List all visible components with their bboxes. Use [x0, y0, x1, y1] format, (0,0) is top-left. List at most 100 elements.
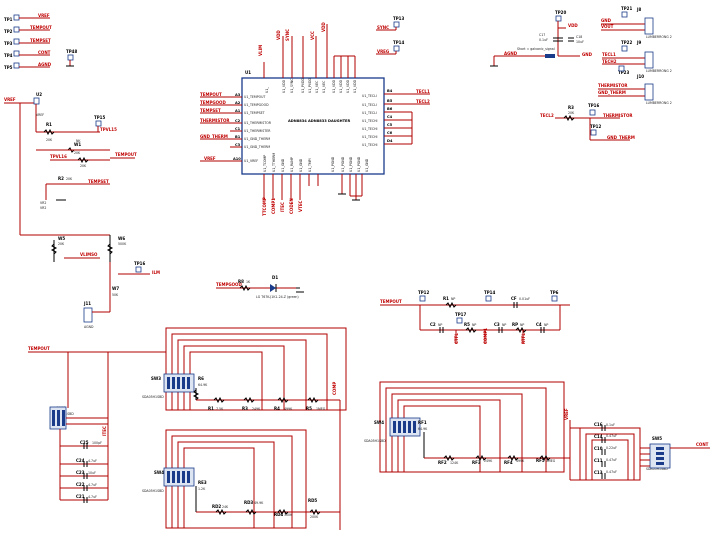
svg-text:C3: C3 — [494, 322, 500, 327]
pin-net: THERMISTOR — [200, 118, 229, 123]
svg-text:C21: C21 — [76, 494, 85, 499]
tp-box — [13, 26, 20, 33]
svg-text:500K: 500K — [118, 242, 127, 246]
tp-ref: TP2 — [4, 29, 13, 34]
svg-text:20K: 20K — [74, 151, 81, 155]
pin-net: CODEN — [289, 198, 294, 214]
test-points-left: TP1 VREF TP2 TEMPOUT TP3 TEMPSET TP4 CON… — [4, 13, 77, 70]
svg-text:U1_PGND: U1_PGND — [349, 156, 353, 172]
svg-text:U1_: U1_ — [265, 87, 269, 93]
svg-text:SW4: SW4 — [154, 470, 164, 475]
pin-num: B1 — [235, 135, 241, 139]
svg-text:20K: 20K — [58, 242, 65, 246]
short-jumper — [545, 54, 555, 58]
svg-text:TP17: TP17 — [455, 312, 466, 317]
svg-text:RD5: RD5 — [308, 498, 317, 503]
svg-text:U1_VDD: U1_VDD — [332, 79, 336, 93]
svg-text:GND: GND — [601, 18, 612, 23]
svg-text:CONT: CONT — [696, 442, 709, 447]
svg-text:U1_PVDD: U1_PVDD — [301, 77, 305, 93]
svg-text:SW5: SW5 — [652, 436, 662, 441]
svg-text:0.22uF: 0.22uF — [606, 446, 617, 450]
pin-name: U1_TEMPSET — [244, 111, 265, 115]
svg-text:U1_TMPI: U1_TMPI — [308, 158, 312, 172]
svg-text:4.7uF: 4.7uF — [88, 459, 97, 463]
test-point: TP5 AGND — [4, 62, 52, 70]
svg-text:TECL2: TECL2 — [540, 113, 554, 118]
svg-text:200K: 200K — [310, 515, 319, 519]
svg-text:NP: NP — [451, 297, 455, 301]
ic-u1: U1 ADN8834 ADN8833 DAUGHTER VDD SYNC VCC… — [200, 22, 430, 216]
ic-bottom-pin-labels: U1_TCOMP U1_TTHERM U1_GND U1_RAMP U1_GND… — [263, 153, 369, 172]
svg-text:TPVL15: TPVL15 — [100, 127, 117, 132]
svg-text:ILM: ILM — [152, 270, 160, 275]
tp-ref: TP4 — [4, 53, 13, 58]
svg-text:NP: NP — [438, 323, 442, 327]
svg-text:U1_PGND: U1_PGND — [357, 156, 361, 172]
pin-net: TEMPSET — [200, 108, 221, 113]
tp48-box — [67, 54, 74, 61]
svg-text:C4: C4 — [536, 322, 542, 327]
svg-text:W1: W1 — [74, 142, 81, 147]
svg-text:THERMISTOR: THERMISTOR — [603, 113, 632, 118]
svg-text:20K: 20K — [46, 138, 53, 142]
svg-text:100pF: 100pF — [92, 441, 102, 445]
svg-text:VREF: VREF — [564, 408, 569, 420]
svg-text:SDA05H1SBD: SDA05H1SBD — [142, 489, 164, 493]
ic-body — [241, 77, 385, 175]
svg-text:COMP: COMP — [332, 382, 337, 395]
svg-text:THERMISTOR: THERMISTOR — [598, 83, 627, 88]
svg-text:TP16: TP16 — [588, 103, 599, 108]
svg-text:R6: R6 — [198, 376, 204, 381]
net-label: AGND — [38, 62, 52, 67]
pin-net: TECL1 — [416, 89, 430, 94]
pin-num: D4 — [387, 139, 393, 143]
svg-text:U1_RAMP: U1_RAMP — [290, 157, 294, 172]
pin-num: C3 — [235, 143, 241, 147]
resistor: RD5 200K — [308, 498, 321, 519]
svg-text:10uF: 10uF — [88, 471, 96, 475]
svg-text:RD2: RD2 — [212, 504, 221, 509]
net-label: TEMPSET — [30, 38, 51, 43]
tp-box — [13, 50, 20, 57]
tp-ref: TP13 — [393, 16, 404, 21]
upper-right-connectors: TP21 GND VOUT J8 LUMBERRONG 2 TP22 TECL1… — [598, 6, 672, 105]
ic-right-pins: TECL1 TECL2 B4 B5 B6 C4 C5 C6 D4 U1_TECL… — [362, 89, 430, 147]
svg-text:1MEG: 1MEG — [546, 459, 556, 463]
svg-text:ITEC: ITEC — [102, 426, 107, 436]
pin-num: C5 — [387, 123, 393, 127]
tp-ref: TP5 — [4, 65, 13, 70]
svg-text:TP12: TP12 — [590, 124, 601, 129]
svg-text:C14: C14 — [594, 434, 603, 439]
pin-name: U1_GND_THERM — [244, 137, 270, 141]
svg-text:W6: W6 — [118, 236, 125, 241]
svg-text:W5: W5 — [58, 236, 65, 241]
svg-text:R5: R5 — [464, 322, 470, 327]
cap-val: 10uF — [576, 40, 584, 44]
svg-text:0.1uF: 0.1uF — [606, 423, 615, 427]
svg-text:1.2K: 1.2K — [198, 487, 206, 491]
svg-text:1MEG: 1MEG — [316, 407, 326, 411]
svg-text:LUMBERRONG 2: LUMBERRONG 2 — [646, 69, 672, 73]
svg-text:TP6: TP6 — [550, 290, 559, 295]
pin-num: C2 — [235, 119, 241, 123]
svg-text:R8: R8 — [238, 279, 244, 284]
svg-text:20K: 20K — [568, 111, 575, 115]
pin-num: A10 — [233, 157, 241, 161]
svg-text:20K: 20K — [66, 177, 73, 181]
svg-text:R5: R5 — [306, 406, 312, 411]
ic-top-pin-labels: U1_ U1_VDD U1_SYNC U1_PVDD U1_PVDD U1_VE… — [265, 77, 357, 93]
pin-net: TTCOMP — [262, 197, 267, 216]
svg-text:TP14: TP14 — [484, 290, 495, 295]
pin-num: B6 — [387, 107, 393, 111]
svg-text:D1: D1 — [272, 275, 278, 280]
svg-text:VREF: VREF — [36, 113, 44, 117]
pin-net: SYNC — [285, 29, 290, 41]
